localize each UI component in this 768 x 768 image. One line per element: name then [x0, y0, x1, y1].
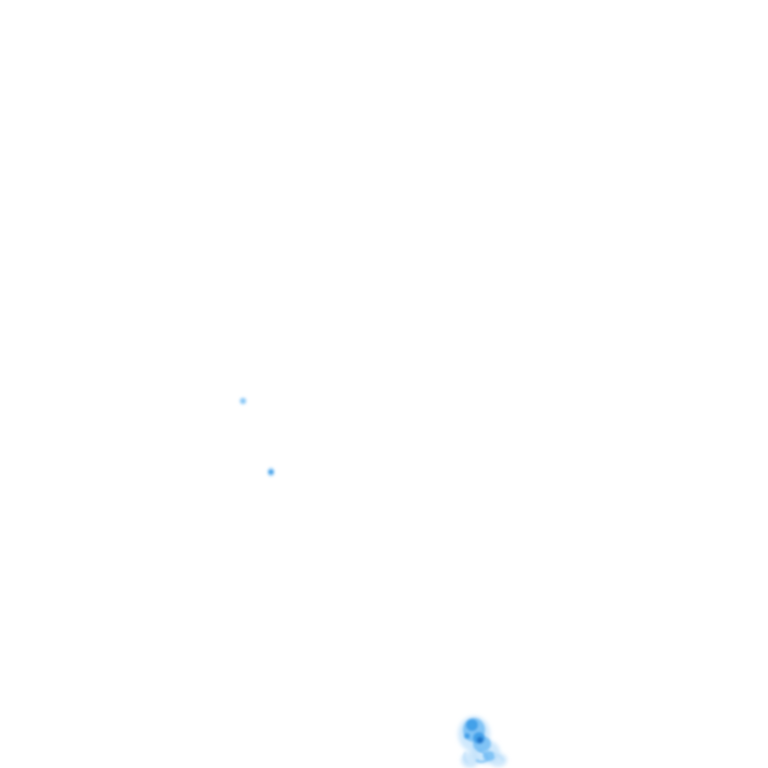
small-blob-upper — [239, 397, 247, 405]
main-cluster-bottom — [458, 716, 507, 768]
small-blob-lower — [267, 467, 275, 477]
